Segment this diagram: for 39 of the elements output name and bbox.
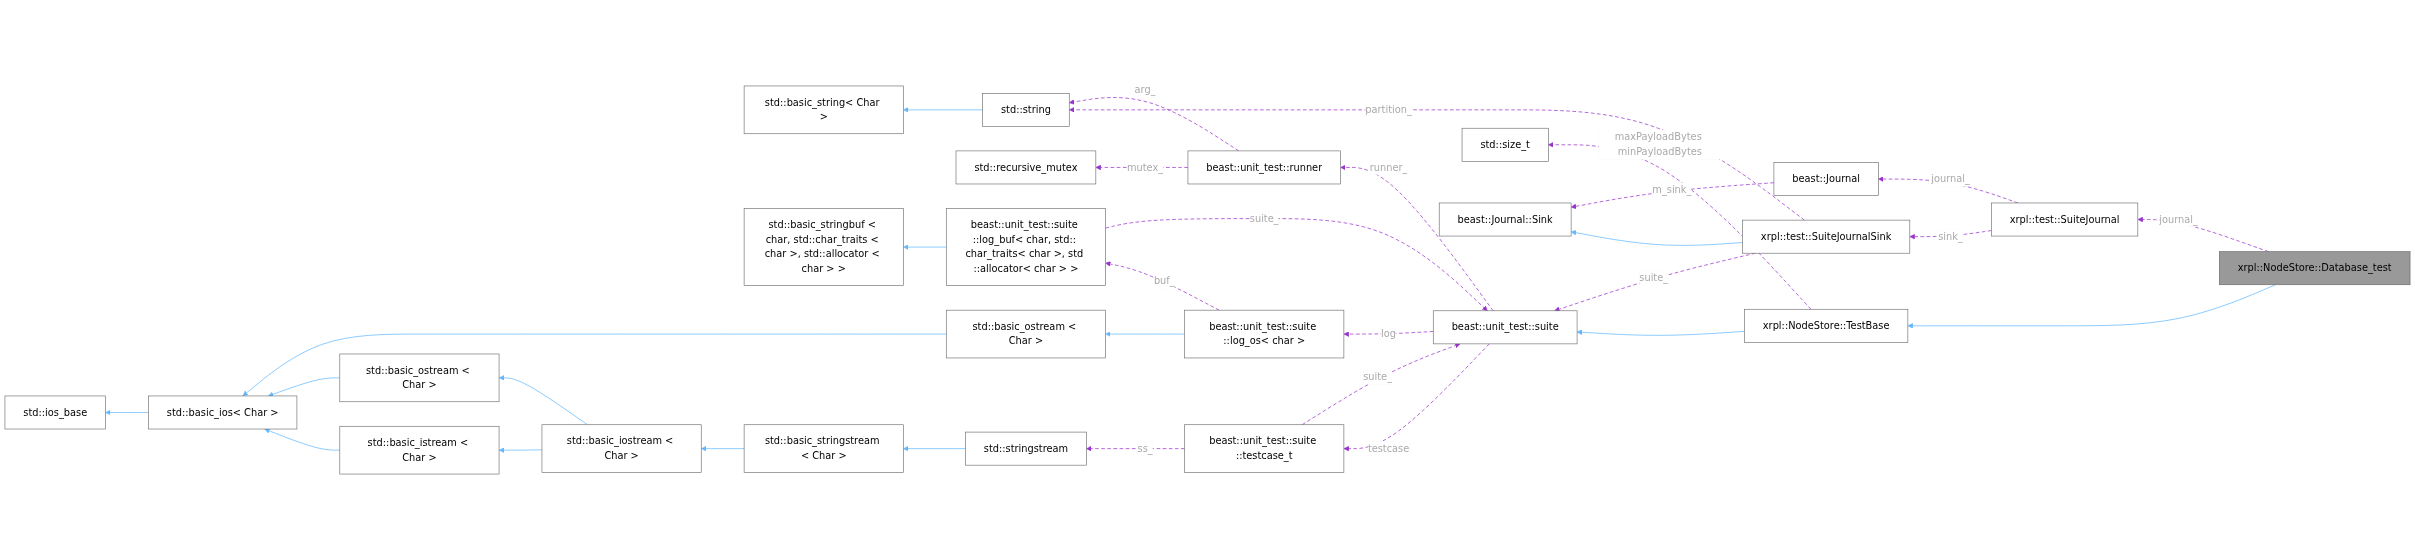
edge-label: buf_	[1153, 274, 1175, 287]
node-box: beast::Journal::Sink	[1438, 202, 1572, 236]
edge-label: journal_	[1931, 172, 1970, 185]
node-box: beast::Journal	[1773, 161, 1879, 196]
node-box: beast::unit_test::runner	[1187, 150, 1341, 184]
node-box: std::basic_istream < Char >	[339, 425, 500, 474]
node-box: xrpl::NodeStore::TestBase	[1744, 308, 1909, 343]
node-box: beast::unit_test::suite ::testcase_t	[1184, 423, 1345, 473]
edge-label: suite_	[1639, 270, 1669, 283]
node-box: std::ios_base	[4, 395, 106, 429]
node-box: xrpl::test::SuiteJournalSink	[1742, 219, 1911, 254]
node-box: xrpl::test::SuiteJournal	[1991, 202, 2139, 236]
edge-label: suite_	[1363, 370, 1393, 383]
edge-label: suite_	[1249, 211, 1279, 224]
edge-label: runner_	[1369, 160, 1408, 173]
node-box: std::basic_string< Char >	[743, 85, 904, 134]
node-box: beast::unit_test::suite ::log_buf< char, std:: char_traits< char >, std ::allocator< char > >	[945, 207, 1106, 286]
edge-label: partition_	[1365, 103, 1412, 115]
edge-label: arg_	[1134, 83, 1156, 96]
node-box: std::basic_iostream < Char >	[541, 423, 702, 473]
node-box: std::basic_ostream < Char >	[945, 309, 1106, 358]
node-box: std::basic_ostream < Char >	[339, 353, 500, 402]
node-box: std::string	[982, 92, 1070, 127]
edge-label: m_sink_	[1652, 183, 1692, 195]
edge-label: journal_	[2159, 212, 2198, 225]
node-box: std::size_t	[1461, 127, 1549, 162]
node-box: beast::unit_test::suite	[1432, 310, 1578, 344]
edge-label: ss_	[1137, 442, 1153, 454]
node-box: std::basic_stringstream < Char >	[743, 423, 904, 473]
node-box: std::basic_stringbuf < char, std::char_traits < char >, std::allocator < char > >	[743, 207, 904, 286]
node-box: std::basic_ios< Char >	[148, 395, 298, 429]
edge-label: sink_	[1938, 230, 1963, 242]
node-box: beast::unit_test::suite ::log_os< char >	[1184, 309, 1345, 358]
edge-label: log	[1381, 327, 1397, 340]
edge-label: mutex_	[1127, 160, 1164, 173]
edge-label: testcase	[1367, 442, 1410, 454]
node-box: xrpl::NodeStore::Database_test	[2219, 250, 2411, 285]
edge-label: maxPayloadBytes minPayloadBytes	[1614, 130, 1702, 158]
node-box: std::stringstream	[965, 431, 1087, 465]
